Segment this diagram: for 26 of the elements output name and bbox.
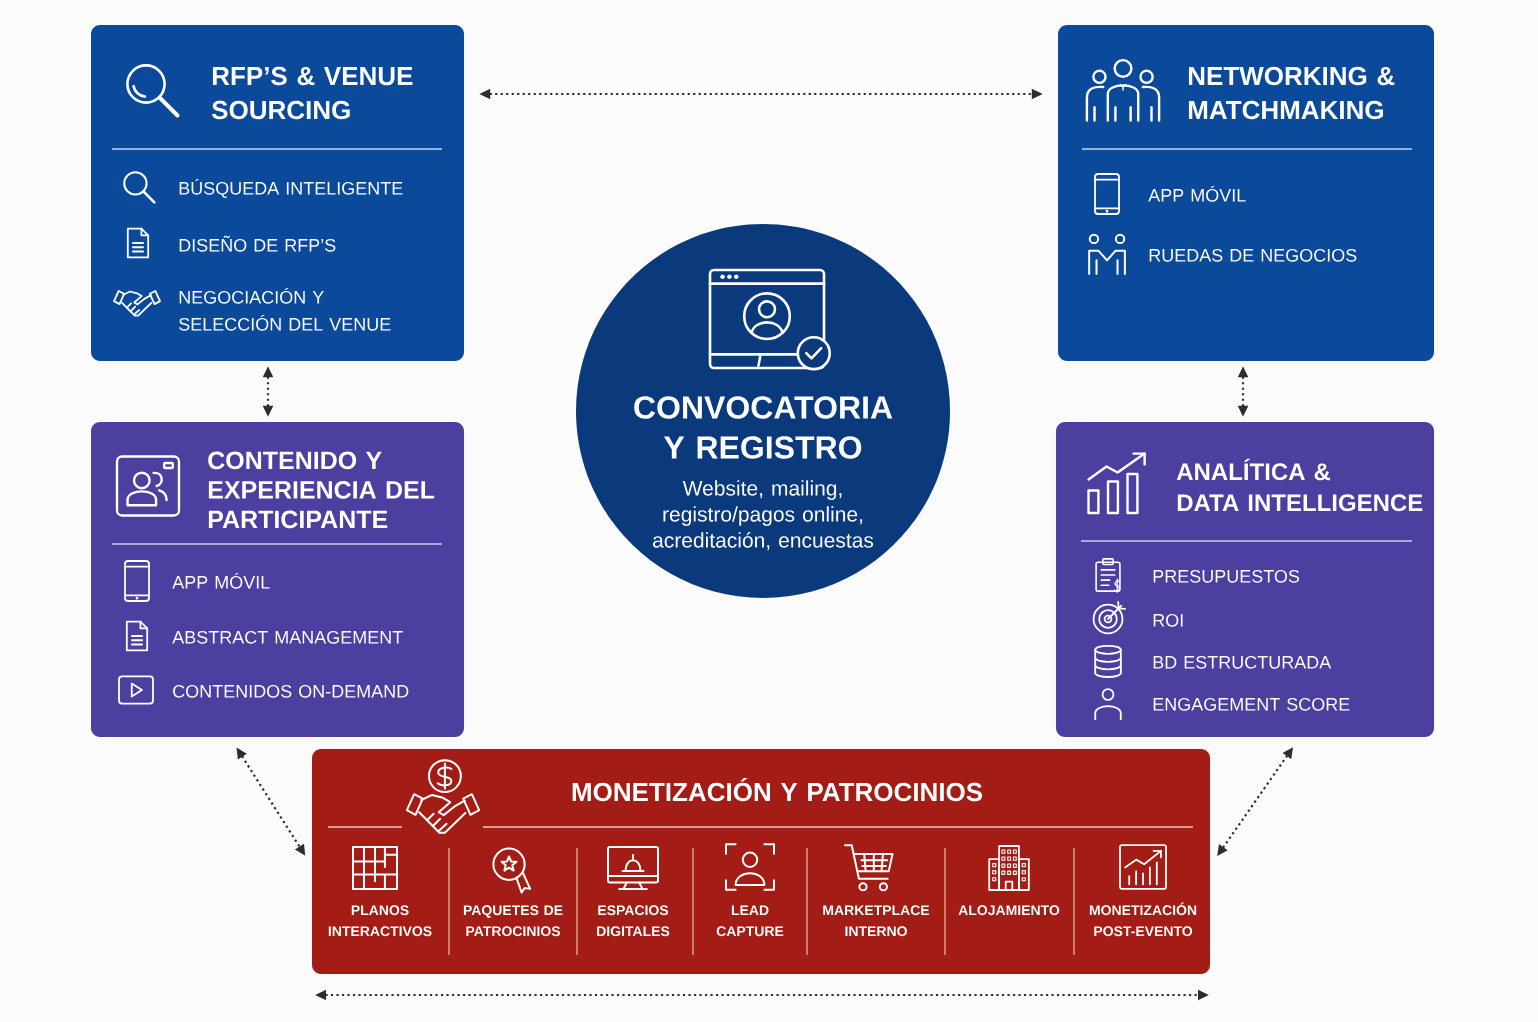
item-label: PAQUETES DE PATROCINIOS	[463, 905, 563, 937]
list-item: APP MÓVIL	[1148, 185, 1246, 202]
list-item: APP MÓVIL	[172, 572, 270, 589]
item-label: ESPACIOS DIGITALES	[597, 905, 670, 937]
item-label: ALOJAMIENTO	[958, 905, 1060, 916]
card-title: RFP’S & VENUE SOURCING	[211, 66, 413, 120]
card-title: CONTENIDO Y EXPERIENCIA DEL PARTICIPANTE	[208, 451, 435, 529]
panel-title: MONETIZACIÓN Y PATROCINIOS	[572, 777, 983, 802]
circle-title: CONVOCATORIA Y REGISTRO	[634, 396, 893, 459]
list-item: NEGOCIACIÓN Y SELECCIÓN DEL VENUE	[179, 287, 391, 331]
list-item: PRESUPUESTOS	[1153, 569, 1300, 583]
card-title: NETWORKING & MATCHMAKING	[1188, 66, 1395, 120]
description-text: Website, mailing, registro/pagos online, acreditación, encuestas	[653, 480, 874, 551]
list-item: CONTENIDOS ON-DEMAND	[173, 684, 409, 698]
list-item: DISEÑO DE RFP’S	[179, 235, 336, 252]
list-item: ABSTRACT MANAGEMENT	[172, 630, 403, 644]
item-label: MONETIZACIÓN POST-EVENTO	[1089, 902, 1197, 937]
list-item: BD ESTRUCTURADA	[1153, 655, 1332, 669]
item-label: LEAD CAPTURE	[716, 905, 784, 937]
list-item: ENGAGEMENT SCORE	[1153, 697, 1350, 711]
list-item: RUEDAS DE NEGOCIOS	[1149, 248, 1357, 262]
list-item: BÚSQUEDA INTELIGENTE	[179, 178, 403, 198]
list-item: ROI	[1153, 613, 1183, 627]
item-label: PLANOS INTERACTIVOS	[328, 905, 432, 937]
card-title: ANALÍTICA & DATA INTELLIGENCE	[1176, 458, 1423, 512]
item-label: MARKETPLACE INTERNO	[823, 905, 930, 937]
